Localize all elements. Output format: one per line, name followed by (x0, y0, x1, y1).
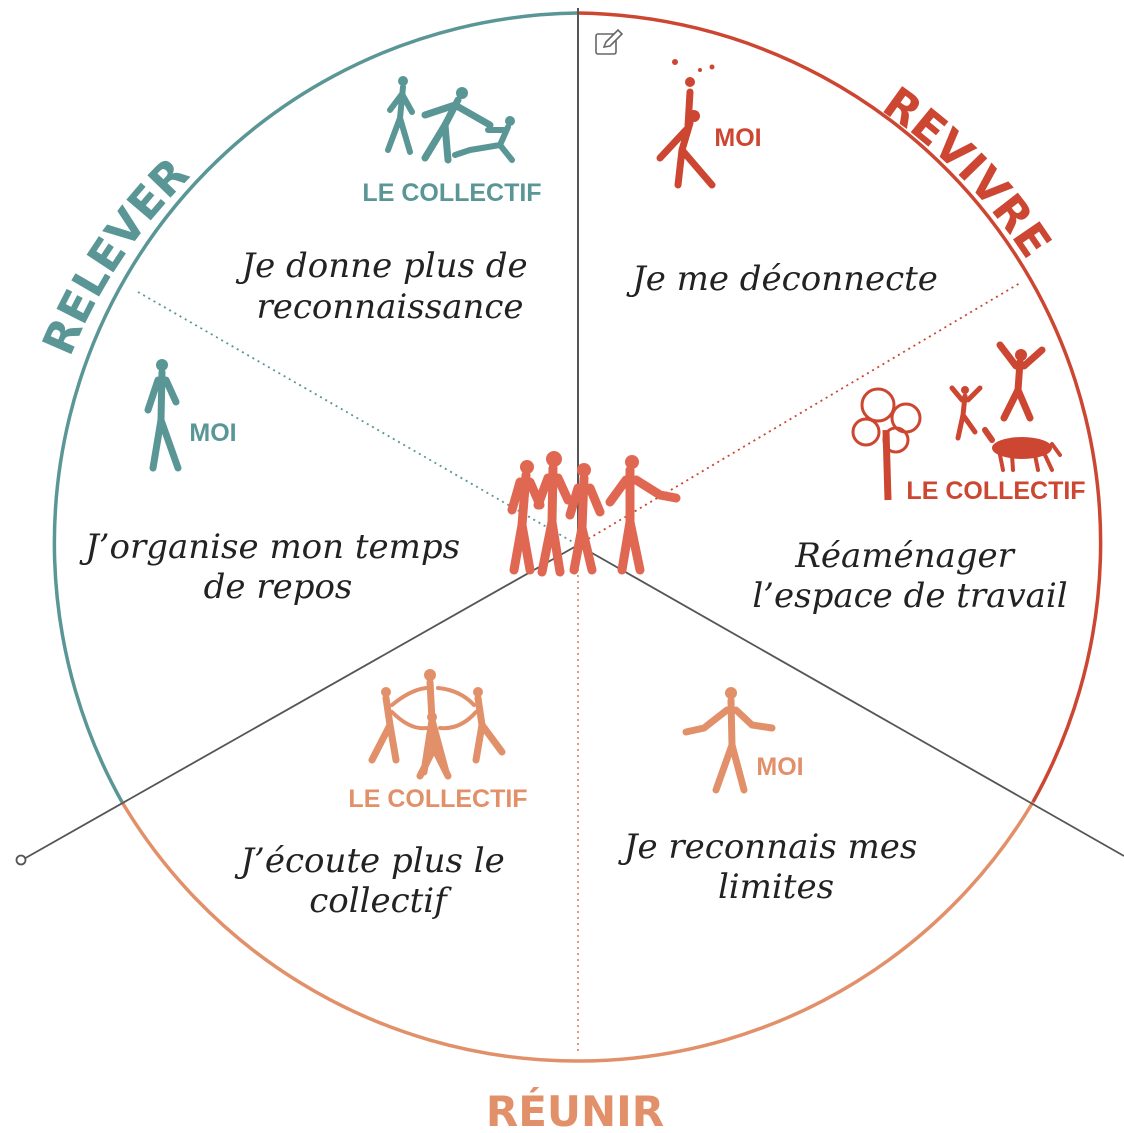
phrase-reconnaissance: Je donne plus de reconnaissance (235, 246, 538, 327)
line-handle[interactable] (15, 854, 27, 866)
dotted-left (137, 291, 579, 546)
people-group-icon (507, 451, 681, 577)
tag-moi-relever: MOI (189, 419, 236, 447)
phrase-ecoute-line2: collectif (309, 881, 452, 921)
divider-lines (15, 8, 1124, 1055)
edit-icon[interactable] (595, 28, 624, 55)
person-jumping-icon (656, 59, 716, 189)
section-relever-path: RELEVER (33, 148, 199, 362)
phrase-reconnaissance-line2: reconnaissance (256, 287, 523, 327)
revivre-arc (577, 11, 1103, 803)
section-revivre: REVIVRE (874, 77, 1061, 267)
section-reunir: RÉUNIR (486, 1086, 664, 1133)
outer-ring (52, 11, 1103, 1063)
people-jumping-icon (949, 341, 1046, 441)
dotted-right (577, 282, 1021, 546)
phrase-deconnecte-line1: Je me déconnecte (626, 259, 938, 299)
section-relever: RELEVER (33, 148, 199, 362)
phrase-limites-line1: Je reconnais mes (618, 827, 917, 867)
relever-arc (52, 11, 579, 803)
phrase-ecoute-line1: J’écoute plus le (234, 841, 504, 881)
divider-lower-right (577, 544, 1124, 857)
tree-icon (851, 387, 922, 501)
phrase-reconnaissance-line1: Je donne plus de (235, 246, 527, 286)
tag-moi-revivre: MOI (714, 124, 761, 152)
tag-collectif-relever: LE COLLECTIF (362, 179, 541, 207)
cow-icon (982, 427, 1062, 472)
tag-collectif-revivre: LE COLLECTIF (906, 477, 1085, 505)
tag-collectif-reunir: LE COLLECTIF (348, 785, 527, 813)
phrase-espace: Réaménager l’espace de travail (752, 536, 1067, 616)
phrase-espace-line2: l’espace de travail (752, 576, 1067, 616)
person-shrugging-icon (682, 687, 776, 794)
collectif-figures-icon-relever (385, 76, 515, 164)
phrase-repos: J’organise mon temps de repos (79, 527, 471, 607)
phrase-espace-line1: Réaménager (794, 536, 1015, 576)
phrase-ecoute: J’écoute plus le collectif (234, 841, 515, 921)
phrase-limites: Je reconnais mes limites (618, 827, 928, 907)
tag-moi-reunir: MOI (756, 753, 803, 781)
reunir-arc (120, 801, 1035, 1063)
phrase-limites-line2: limites (718, 867, 834, 907)
phrase-deconnecte: Je me déconnecte (626, 259, 938, 299)
divider-lower-left (21, 544, 579, 861)
section-revivre-path: REVIVRE (874, 77, 1061, 267)
phrase-repos-line1: J’organise mon temps (79, 527, 460, 567)
person-standing-icon-teal (144, 359, 182, 472)
people-circle-icon (368, 669, 506, 780)
phrase-repos-line2: de repos (204, 567, 353, 607)
